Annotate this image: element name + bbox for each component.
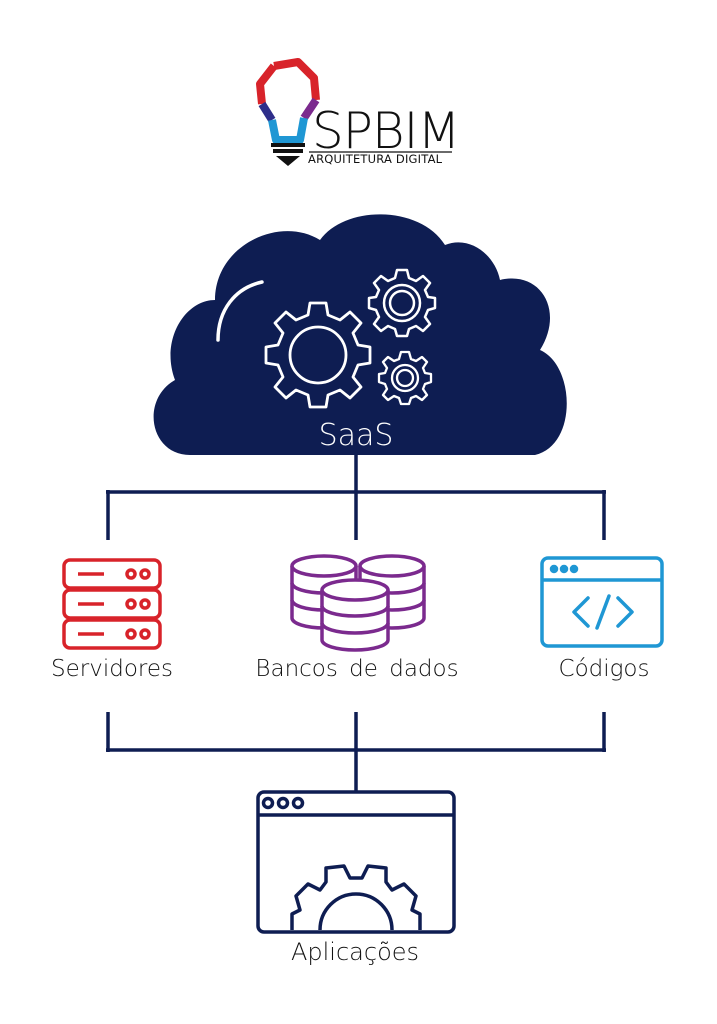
application-gear-window-icon xyxy=(256,790,456,934)
gear-medium-icon xyxy=(367,268,437,338)
logo: SPBIM xyxy=(256,58,461,166)
connectors-top xyxy=(106,455,606,540)
node-label-codes: Códigos xyxy=(558,656,650,682)
cloud-label: SaaS xyxy=(318,418,394,453)
database-icon xyxy=(290,554,426,652)
logo-tagline: ARQUITETURA DIGITAL xyxy=(308,152,443,166)
node-label-servers: Servidores xyxy=(51,656,173,682)
connectors-bottom xyxy=(106,712,606,792)
saas-cloud xyxy=(153,214,567,455)
output-label-applications: Aplicações xyxy=(290,938,420,966)
logo-brand-text: SPBIM xyxy=(312,102,460,160)
gear-small-icon xyxy=(377,350,433,406)
gear-large-icon xyxy=(264,301,372,409)
cloud-highlight-arc xyxy=(216,280,264,342)
server-stack-icon xyxy=(62,558,162,650)
lightbulb-logo-icon xyxy=(256,58,320,166)
node-label-databases: Bancos de dados xyxy=(255,656,459,682)
cloud-shape xyxy=(153,214,567,455)
code-window-icon xyxy=(540,556,664,648)
